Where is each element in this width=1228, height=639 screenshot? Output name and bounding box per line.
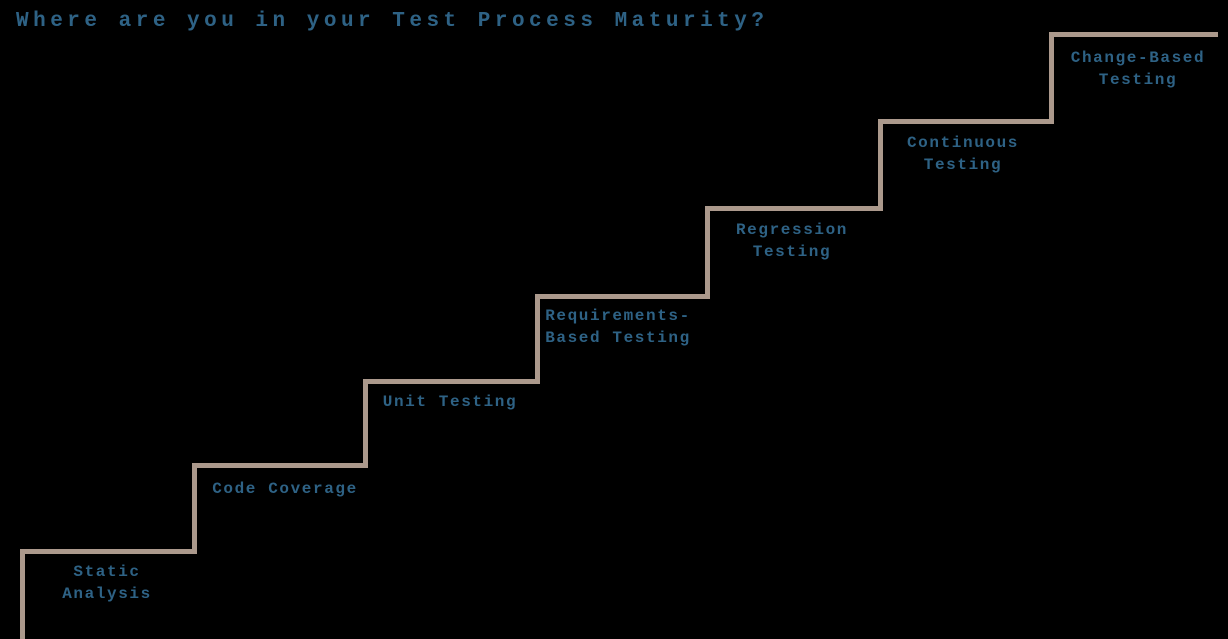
- step-label-requirements-based-testing: Requirements- Based Testing: [545, 307, 691, 347]
- page-title: Where are you in your Test Process Matur…: [16, 10, 769, 33]
- step-label-code-coverage: Code Coverage: [212, 480, 358, 498]
- step-label-static-analysis: Static Analysis: [62, 563, 152, 603]
- step-label-continuous-testing: Continuous Testing: [906, 134, 1019, 174]
- step-label-unit-testing: Unit Testing: [382, 393, 518, 411]
- step-label-regression-testing: Regression Testing: [735, 221, 848, 261]
- step-label-change-based-testing: Change-Based Testing: [1070, 49, 1206, 89]
- staircase-line: [20, 32, 1218, 639]
